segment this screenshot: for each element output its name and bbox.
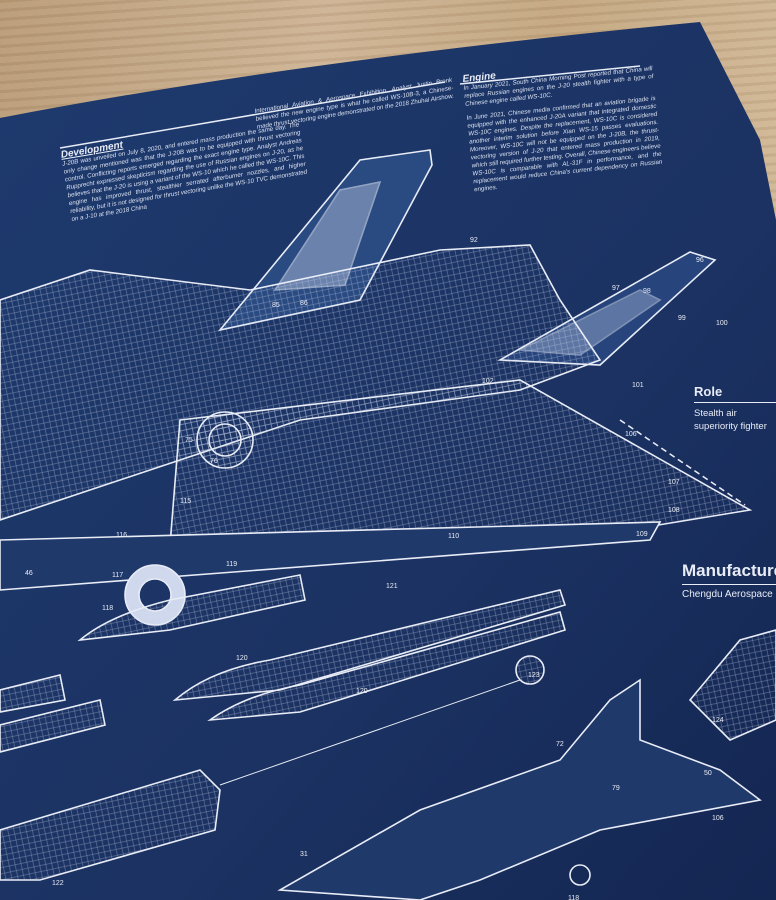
part-number: 96	[696, 257, 704, 264]
part-number: 98	[643, 288, 651, 295]
part-number: 79	[612, 785, 620, 792]
part-number: 110	[448, 533, 459, 540]
part-number: 118	[102, 605, 113, 612]
role-section: Role Stealth air superiority fighter	[694, 384, 776, 433]
part-number: 122	[52, 880, 64, 887]
part-number: 119	[226, 561, 237, 568]
part-number: 99	[678, 315, 686, 322]
part-number: 108	[668, 507, 680, 514]
part-number: 92	[470, 237, 478, 244]
part-number: 72	[556, 741, 564, 748]
part-number: 46	[25, 570, 33, 577]
part-number: 97	[612, 285, 620, 292]
part-number: 102	[482, 378, 494, 385]
part-number: 120	[356, 688, 368, 695]
part-number: 50	[704, 770, 712, 777]
role-heading: Role	[694, 384, 723, 399]
part-number: 120	[236, 655, 248, 662]
part-number: 85	[272, 302, 280, 309]
engine-section: Engine In January 2021, South China Morn…	[462, 54, 664, 194]
j20-cutaway-drawing	[0, 149, 776, 900]
part-number: 100	[716, 320, 728, 327]
part-number: 101	[632, 382, 644, 389]
part-number: 106	[712, 815, 724, 822]
part-number: 116	[116, 532, 127, 539]
manufacturer-section: Manufacturer Chengdu Aerospace	[682, 561, 776, 600]
part-number: 107	[668, 479, 680, 486]
role-text: Stealth air superiority fighter	[694, 408, 767, 432]
part-number: 106	[625, 431, 637, 438]
part-number: 123	[528, 672, 540, 679]
part-number: 124	[712, 717, 724, 724]
part-number: 118	[568, 895, 579, 900]
part-number: 115	[180, 498, 191, 505]
manufacturer-text: Chengdu Aerospace	[682, 589, 773, 600]
part-number: 75	[185, 437, 193, 444]
part-number: 117	[112, 572, 123, 579]
part-number: 31	[300, 851, 308, 858]
manufacturer-heading: Manufacturer	[682, 561, 776, 580]
part-number: 76	[210, 458, 218, 465]
part-number: 109	[636, 531, 648, 538]
part-number: 86	[300, 300, 308, 307]
part-number: 121	[386, 583, 398, 590]
part-number-labels: 92 96 97 98 99 100 101 102 106 107 108 109 110…	[25, 237, 728, 900]
